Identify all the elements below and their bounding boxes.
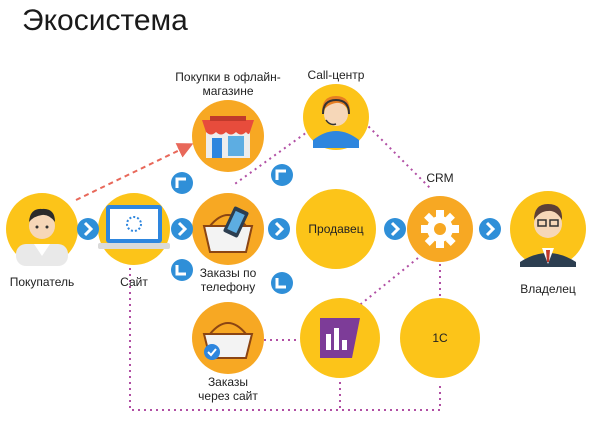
phone-orders-label-line2: телефону bbox=[200, 280, 256, 294]
owner-node bbox=[510, 191, 586, 267]
seller-node bbox=[296, 189, 376, 269]
site-node bbox=[98, 193, 170, 265]
callcenter-node bbox=[303, 84, 369, 150]
buyer-node bbox=[6, 193, 78, 266]
crm-label: CRM bbox=[426, 171, 454, 185]
seller-label: Продавец bbox=[308, 222, 364, 236]
offline-label-line1: Покупки в офлайн- bbox=[175, 70, 281, 84]
offline-label-line2: магазине bbox=[202, 84, 254, 98]
arrow-down-left-icon bbox=[271, 272, 293, 294]
crm-node bbox=[407, 196, 473, 262]
chevron-right-icon bbox=[384, 218, 406, 240]
offline-shop-node bbox=[192, 100, 264, 172]
site-orders-label-line1: Заказы bbox=[207, 375, 249, 389]
arrow-icons bbox=[77, 164, 501, 294]
owner-label: Владелец bbox=[520, 282, 576, 296]
arrow-up-left-icon bbox=[271, 164, 293, 186]
site-orders-label: Заказы через сайт bbox=[188, 375, 268, 403]
onec-node bbox=[400, 298, 480, 378]
site-orders-node bbox=[192, 302, 264, 374]
chevron-right-icon bbox=[77, 218, 99, 240]
site-label: Сайт bbox=[120, 275, 148, 289]
buyer-label: Покупатель bbox=[9, 275, 75, 289]
phone-orders-node bbox=[192, 193, 264, 265]
link-crm-analytics bbox=[355, 257, 419, 309]
phone-orders-label: Заказы по телефону bbox=[190, 266, 266, 294]
page-title: Экосистема bbox=[22, 4, 188, 37]
chevron-right-icon bbox=[479, 218, 501, 240]
arrow-up-left-icon bbox=[171, 172, 193, 194]
dotted-connections bbox=[129, 117, 441, 411]
chevron-right-icon bbox=[268, 218, 290, 240]
analytics-node bbox=[300, 298, 380, 378]
link-callcenter-crm bbox=[359, 117, 433, 191]
arrow-down-left-icon bbox=[171, 259, 193, 281]
onec-label: 1С bbox=[432, 331, 448, 345]
callcenter-label: Call-центр bbox=[307, 68, 365, 82]
offline-label: Покупки в офлайн- магазине bbox=[160, 70, 296, 98]
link-callcenter-phone bbox=[231, 129, 311, 187]
dashed-arrow-buyer-offline bbox=[75, 143, 194, 201]
chevron-right-icon bbox=[171, 218, 193, 240]
site-orders-label-line2: через сайт bbox=[198, 389, 258, 403]
phone-orders-label-line1: Заказы по bbox=[199, 266, 257, 280]
